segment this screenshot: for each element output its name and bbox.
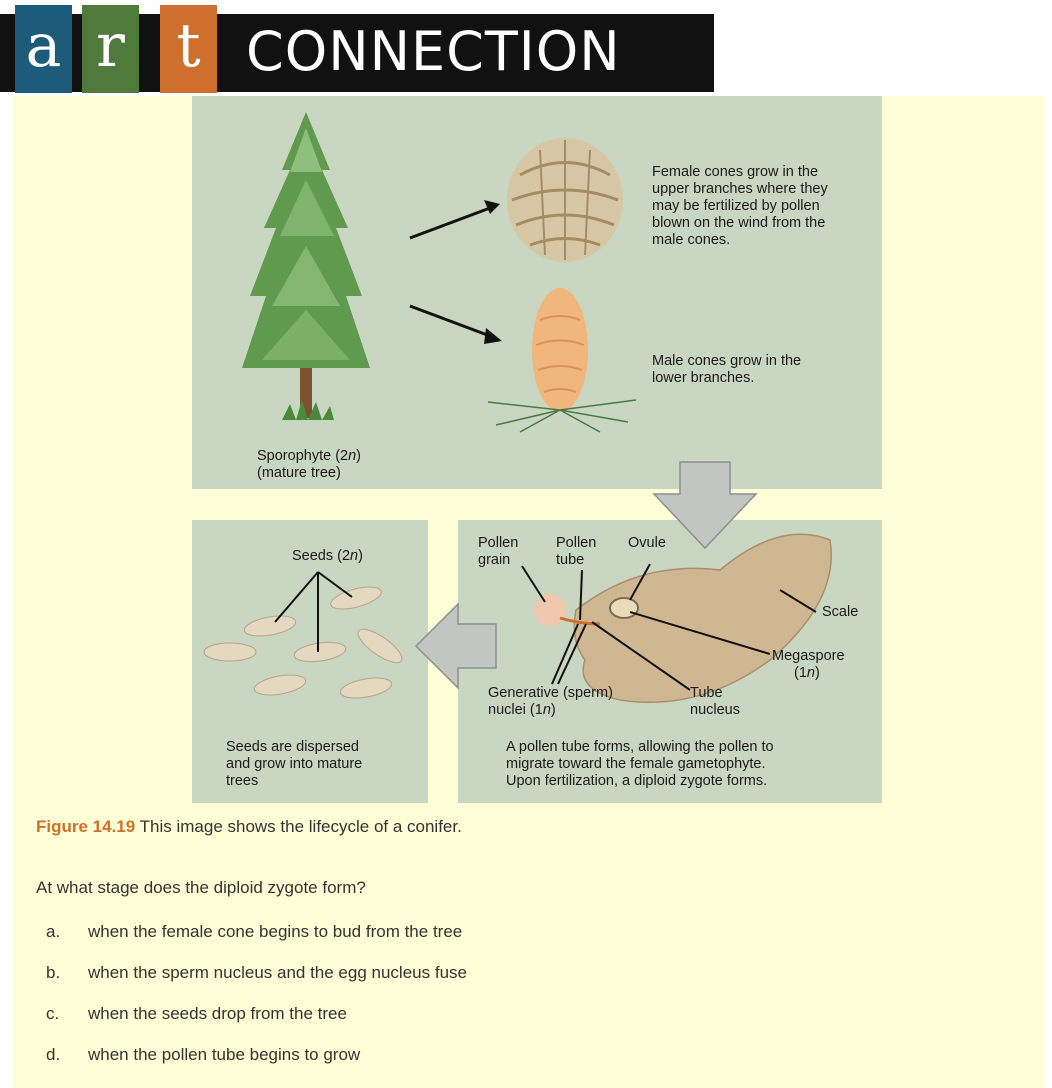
male-text-line: lower branches. xyxy=(652,370,872,387)
female-cone-illustration xyxy=(507,138,623,262)
seeds-text-line: and grow into mature xyxy=(226,756,362,773)
generative-line-1: Generative (sperm) xyxy=(488,685,613,702)
generative-line-2: nuclei (1n) xyxy=(488,702,613,719)
generative-n: n xyxy=(543,702,551,718)
pollen-tube-line: Pollen xyxy=(556,535,596,552)
pollen-grain-line: Pollen xyxy=(478,535,518,552)
fertilization-description: A pollen tube forms, allowing the pollen… xyxy=(506,739,774,790)
sporophyte-line: Sporophyte (2n) xyxy=(257,448,361,465)
fertilization-text-line: A pollen tube forms, allowing the pollen… xyxy=(506,739,774,756)
fertilization-text-line: migrate toward the female gametophyte. xyxy=(506,756,774,773)
answer-option-d[interactable]: d.when the pollen tube begins to grow xyxy=(46,1045,360,1065)
female-text-line: male cones. xyxy=(652,232,882,249)
option-key: c. xyxy=(46,1004,88,1024)
answer-option-a[interactable]: a.when the female cone begins to bud fro… xyxy=(46,922,462,942)
seeds-illustration xyxy=(204,583,406,702)
option-text: when the female cone begins to bud from … xyxy=(88,922,462,941)
female-text-line: Female cones grow in the xyxy=(652,164,882,181)
option-key: b. xyxy=(46,963,88,983)
seeds-n: n xyxy=(350,548,358,564)
male-cone-illustration xyxy=(488,288,636,432)
tube-nucleus-label: Tube nucleus xyxy=(690,685,740,719)
male-text-line: Male cones grow in the xyxy=(652,353,872,370)
tube-nucleus-line: Tube xyxy=(690,685,740,702)
seeds-text-line: Seeds are dispersed xyxy=(226,739,362,756)
tube-nucleus-line: nucleus xyxy=(690,702,740,719)
option-text: when the pollen tube begins to grow xyxy=(88,1045,360,1064)
female-text-line: blown on the wind from the xyxy=(652,215,882,232)
sporophyte-line-2: (mature tree) xyxy=(257,465,361,482)
pollen-tube-line: tube xyxy=(556,552,596,569)
megaspore-n: n xyxy=(807,665,815,681)
scale-label: Scale xyxy=(822,604,858,621)
figure-caption: Figure 14.19 This image shows the lifecy… xyxy=(36,817,462,837)
question-text: At what stage does the diploid zygote fo… xyxy=(36,878,366,898)
sporophyte-label: Sporophyte (2n) (mature tree) xyxy=(257,448,361,482)
fertilization-text-line: Upon fertilization, a diploid zygote for… xyxy=(506,773,774,790)
seeds-text-line: trees xyxy=(226,773,362,790)
conifer-tree-illustration xyxy=(242,112,370,420)
megaspore-label: Megaspore (1n) xyxy=(772,648,845,682)
figure-number: Figure 14.19 xyxy=(36,817,135,836)
sporophyte-post: ) xyxy=(356,448,361,464)
answer-option-c[interactable]: c.when the seeds drop from the tree xyxy=(46,1004,347,1024)
seeds-pre: Seeds (2 xyxy=(292,548,350,564)
ovule-label: Ovule xyxy=(628,535,666,552)
female-cones-description: Female cones grow in the upper branches … xyxy=(652,164,882,249)
option-key: d. xyxy=(46,1045,88,1065)
megaspore-line-2: (1n) xyxy=(772,665,845,682)
megaspore-pre: (1 xyxy=(794,665,807,681)
answer-option-b[interactable]: b.when the sperm nucleus and the egg nuc… xyxy=(46,963,467,983)
generative-nuclei-label: Generative (sperm) nuclei (1n) xyxy=(488,685,613,719)
caption-text: This image shows the lifecycle of a coni… xyxy=(135,817,462,836)
seeds-label: Seeds (2n) xyxy=(292,548,363,565)
sporophyte-n: n xyxy=(348,448,356,464)
sporophyte-pre: Sporophyte (2 xyxy=(257,448,348,464)
pollen-grain-line: grain xyxy=(478,552,518,569)
male-cones-description: Male cones grow in the lower branches. xyxy=(652,353,872,387)
pollen-tube-label: Pollen tube xyxy=(556,535,596,569)
seeds-description: Seeds are dispersed and grow into mature… xyxy=(226,739,362,790)
option-text: when the sperm nucleus and the egg nucle… xyxy=(88,963,467,982)
megaspore-line-1: Megaspore xyxy=(772,648,845,665)
option-key: a. xyxy=(46,922,88,942)
seeds-post: ) xyxy=(358,548,363,564)
female-text-line: upper branches where they xyxy=(652,181,882,198)
female-text-line: may be fertilized by pollen xyxy=(652,198,882,215)
generative-post: ) xyxy=(551,702,556,718)
option-text: when the seeds drop from the tree xyxy=(88,1004,347,1023)
megaspore-post: ) xyxy=(815,665,820,681)
pollen-grain-label: Pollen grain xyxy=(478,535,518,569)
generative-pre: nuclei (1 xyxy=(488,702,543,718)
